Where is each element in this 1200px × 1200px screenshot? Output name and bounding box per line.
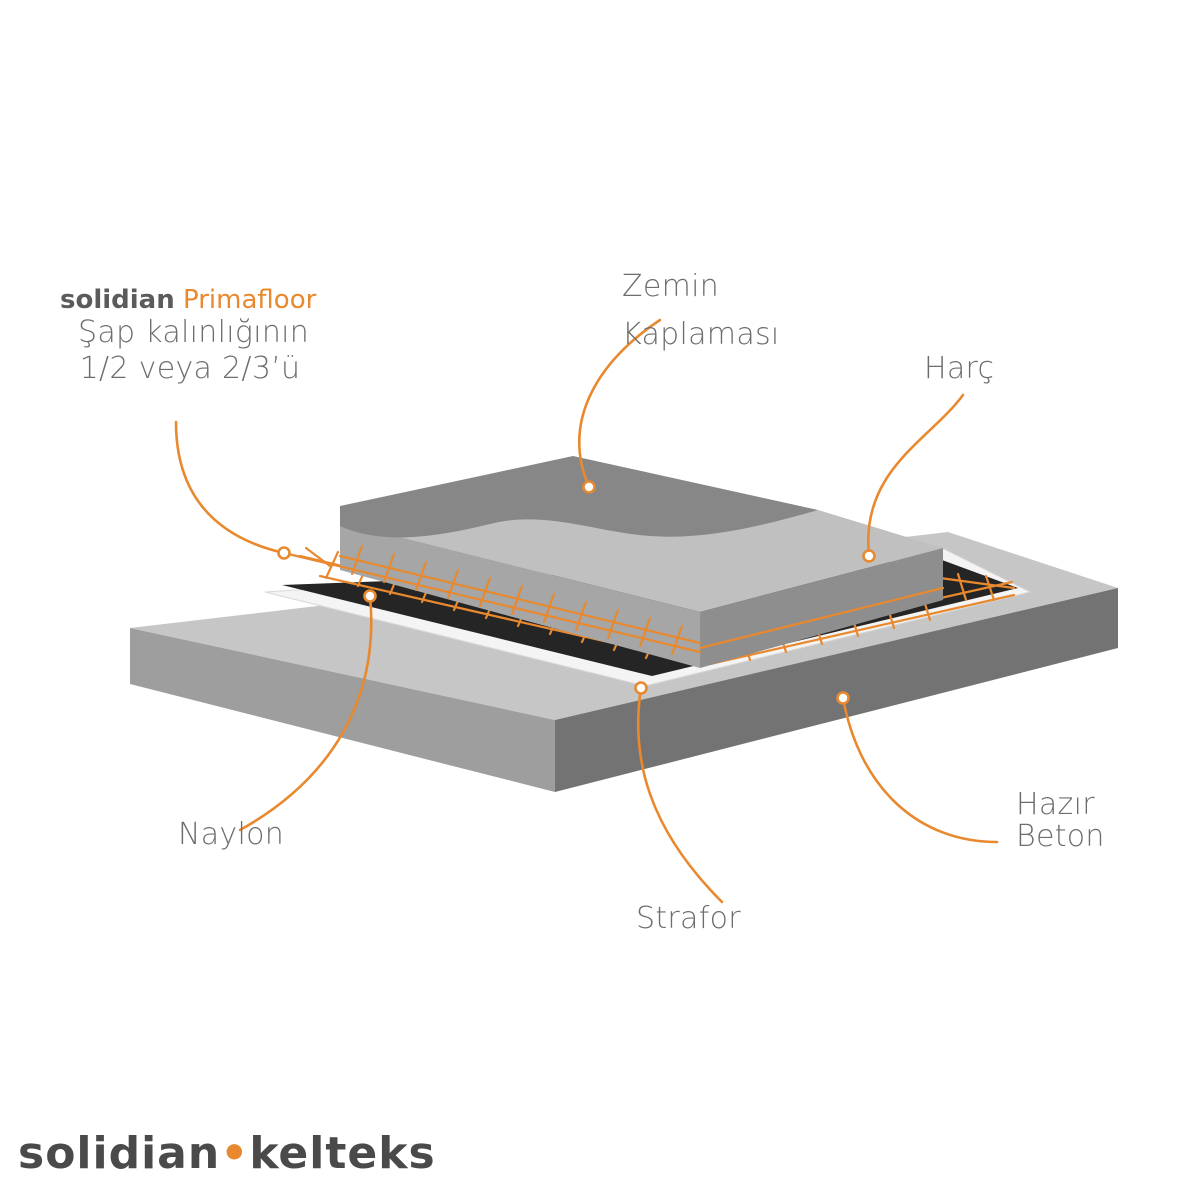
leader-lines <box>174 318 999 904</box>
logo-left: solidian <box>18 1128 221 1179</box>
primafloor-brand-line: solidian Primafloor <box>60 284 316 316</box>
hazir-beton-label-line1: Hazır <box>1016 787 1095 822</box>
solidian-brand: solidian <box>60 285 175 315</box>
primafloor-mesh-upper <box>282 544 945 656</box>
leader-strafor <box>636 686 724 904</box>
strafor-label: Strafor <box>636 901 741 936</box>
logo-separator: • <box>220 1128 250 1179</box>
mortar-top-face <box>340 510 943 612</box>
primafloor-desc-line2: 1/2 veya 2/3’ü <box>79 351 301 386</box>
dot-primafloor <box>277 546 291 560</box>
naylon-label: Naylon <box>178 817 285 852</box>
dot-strafor <box>634 681 648 695</box>
mortar-side-face <box>700 548 943 668</box>
leader-harc <box>866 393 965 558</box>
dot-harc <box>862 549 876 563</box>
harc-label: Harç <box>924 351 995 386</box>
primafloor-desc-line1: Şap kalınlığının <box>78 315 310 350</box>
leader-zemin <box>578 318 662 489</box>
dot-zemin <box>582 480 596 494</box>
floor-covering-sheet <box>340 456 818 538</box>
callout-dots <box>277 480 876 705</box>
solidian-kelteks-logo: solidian•kelteks <box>18 1128 436 1179</box>
zemin-label-line1: Zemin <box>622 269 720 304</box>
leader-naylon <box>238 594 373 832</box>
dot-naylon <box>363 589 377 603</box>
logo-right: kelteks <box>249 1128 436 1179</box>
dot-hazir-beton <box>836 691 850 705</box>
leader-primafloor <box>174 420 286 555</box>
hazir-beton-label-line2: Beton <box>1016 819 1105 854</box>
primafloor-product: Primafloor <box>183 285 317 315</box>
leader-hazir-beton <box>841 696 999 844</box>
zemin-label-line2: Kaplaması <box>622 317 780 352</box>
concrete-front-face <box>130 628 555 792</box>
concrete-side-face <box>555 588 1118 792</box>
